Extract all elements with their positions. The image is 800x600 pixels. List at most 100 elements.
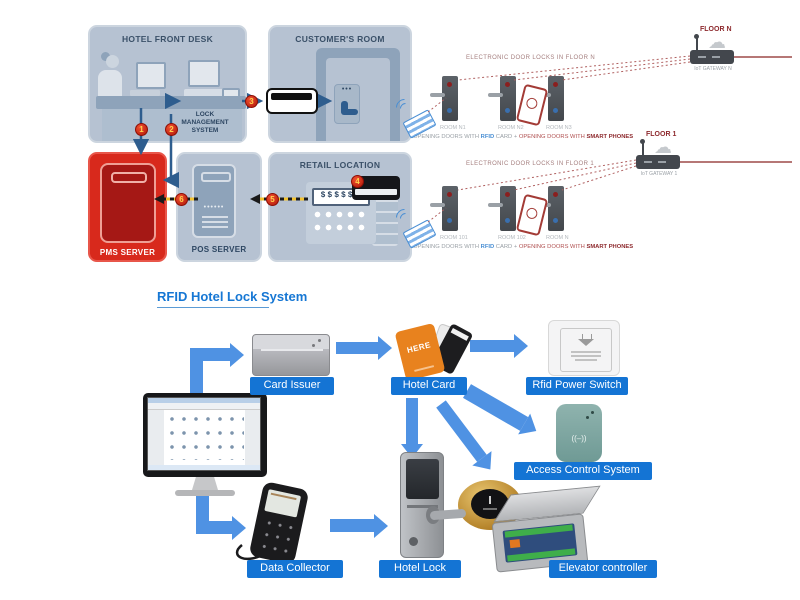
room-label: ROOM 101: [440, 235, 468, 241]
lock-handle-stem: [341, 101, 348, 114]
arrow-hotel-card-to-hotel-lock: [406, 398, 418, 444]
customers-room-title: CUSTOMER'S ROOM: [295, 34, 385, 44]
iot-gateway-n-label: IoT GATEWAY N: [694, 66, 732, 72]
pms-server-tower: [100, 163, 156, 243]
lock-management-system-label: LOCK MANAGEMENT SYSTEM: [181, 111, 229, 134]
step-badge-3: 3: [245, 95, 258, 108]
iot-gateway-1-label: IoT GATEWAY 1: [640, 171, 678, 177]
door-lock: [488, 76, 516, 121]
pos-line: [202, 226, 228, 228]
pos-line: [202, 216, 228, 218]
access-control-label: Access Control System: [514, 462, 652, 480]
monitor-base: [175, 490, 235, 496]
card-issuer-led: [312, 344, 315, 347]
caption-smartphones: SMART PHONES: [586, 244, 634, 250]
pos-dots: ••••••: [203, 204, 225, 211]
floor-1-caption: OPENING DOORS WITH RFID CARD + OPENING D…: [413, 244, 633, 250]
room-label: ROOM N3: [546, 125, 572, 131]
receptionist-hair: [101, 52, 110, 61]
black-card-stripe: [450, 327, 469, 341]
card-issuer-led: [318, 339, 321, 342]
app-titlebar: [148, 398, 260, 403]
app-toolbar: [148, 403, 260, 410]
hotel-card-text: HERE: [406, 340, 432, 355]
data-collector-label: Data Collector: [247, 560, 343, 578]
antenna-tip: [640, 139, 645, 144]
collector-keypad: [257, 515, 297, 560]
cloud-icon: ☁: [654, 137, 672, 157]
pos-server-label: POS SERVER: [191, 245, 247, 254]
register-keys: [312, 208, 368, 236]
arrow-pc-up: [190, 350, 203, 394]
lms-monitor: [188, 60, 220, 87]
controller-pcb: [502, 523, 578, 563]
switch-text-line: [571, 351, 601, 353]
arrow-hotel-card-to-elevator: [436, 400, 487, 462]
receptionist-body: [98, 70, 122, 98]
caption-text: OPENING DOORS WITH: [413, 134, 481, 140]
lms-console: [184, 89, 234, 98]
lock-handle: [429, 508, 467, 521]
arrow-data-collector-to-hotel-lock: [330, 519, 374, 532]
retail-card-stripe: [355, 189, 397, 195]
arrow-pc-to-card-issuer: [190, 348, 230, 361]
switch-inner-plate: [560, 328, 612, 372]
terminal-strip: [504, 524, 573, 538]
key-card: [266, 88, 318, 114]
front-desk-pc: [136, 62, 166, 89]
acs-led: [586, 416, 589, 419]
smartphone-icon: [515, 83, 549, 127]
pcb-component: [509, 539, 521, 549]
pms-server-label: PMS SERVER: [99, 248, 156, 257]
hotel-card-line: [414, 365, 435, 372]
hotel-lock-label: Hotel Lock: [379, 560, 461, 578]
iot-gateway-n: [690, 50, 734, 64]
card-issuer-label: Card Issuer: [250, 377, 334, 395]
step-badge-2: 2: [165, 123, 178, 136]
antenna: [696, 38, 698, 51]
floor-n-label: FLOOR N: [700, 26, 732, 33]
caption-text: OPENING DOORS WITH: [518, 244, 587, 250]
access-control-device: ((–)): [556, 404, 602, 462]
retail-location-title: RETAIL LOCATION: [299, 160, 381, 170]
caption-text: CARD +: [494, 244, 519, 250]
acs-led: [591, 411, 594, 414]
room-label: ROOM N1: [440, 125, 466, 131]
pos-slot: [201, 172, 231, 182]
title-underline: [157, 307, 269, 308]
room-label: ROOM N: [546, 235, 569, 241]
step-badge-5: 5: [266, 193, 279, 206]
hotel-front-desk-title: HOTEL FRONT DESK: [121, 34, 214, 44]
pc-screen: [147, 397, 261, 471]
arrow-hotel-card-to-access-control: [463, 384, 529, 431]
rfid-power-switch-label: Rfid Power Switch: [526, 377, 628, 395]
step-badge-4: 4: [351, 175, 364, 188]
switch-text-line: [571, 355, 601, 357]
lock-seam: [407, 505, 438, 508]
cloud-icon: ☁: [708, 32, 726, 52]
caption-text: OPENING DOORS WITH: [413, 244, 481, 250]
app-right-panel: [245, 410, 260, 466]
smartphone-icon: [515, 193, 549, 237]
iot-gateway-1: [636, 155, 680, 169]
lock-leds: •••: [341, 86, 353, 93]
card-issuer-device: [252, 334, 330, 376]
receptionist-head: [106, 55, 119, 68]
door-lock: [430, 186, 458, 231]
desk-top: [96, 96, 246, 109]
arrow-card-issuer-to-hotel-card: [336, 342, 378, 354]
collector-screen-line: [270, 492, 297, 501]
app-statusbar: [148, 465, 260, 470]
antenna-tip: [694, 34, 699, 39]
hotel-card-label: Hotel Card: [391, 377, 467, 395]
slot-glyph-arrow: [578, 339, 594, 346]
door-lock: [536, 76, 564, 121]
step-badge-6: 6: [175, 193, 188, 206]
bottom-title: RFID Hotel Lock System: [157, 289, 308, 304]
arrow-hotel-card-to-power-switch: [470, 340, 514, 352]
caption-text: OPENING DOORS WITH: [518, 134, 587, 140]
step-badge-1: 1: [135, 123, 148, 136]
monitor-stand: [192, 477, 218, 490]
front-desk-keyboard: [130, 90, 160, 96]
app-icon-grid: [166, 412, 244, 460]
